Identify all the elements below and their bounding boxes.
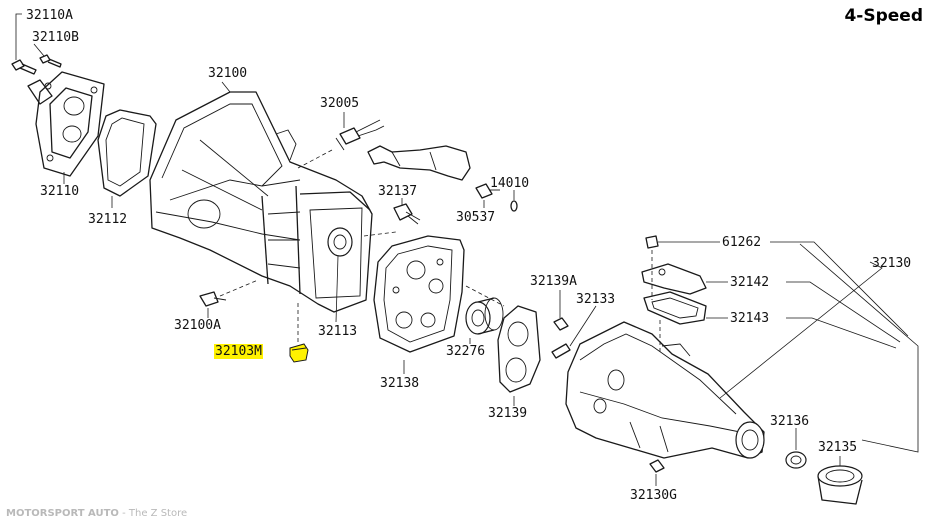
bolt-61262-icon <box>645 235 659 249</box>
adapter-plate-32138-icon <box>373 235 465 353</box>
part-label-30537[interactable]: 30537 <box>456 210 496 225</box>
bolt-32139a-icon <box>553 317 569 331</box>
part-label-32130[interactable]: 32130 <box>872 256 912 271</box>
footer-store: The Z Store <box>128 508 188 519</box>
part-label-32142[interactable]: 32142 <box>730 275 770 290</box>
gasket-32139-icon <box>497 305 541 393</box>
ring-14010-icon <box>510 200 518 212</box>
bolt-32110a-icon <box>11 59 37 75</box>
part-label-32137[interactable]: 32137 <box>378 184 418 199</box>
part-label-32110a[interactable]: 32110A <box>26 8 73 23</box>
diagram-title: 4-Speed <box>844 6 923 26</box>
pin-30537-icon <box>475 183 500 199</box>
transmission-case-32100-icon <box>149 91 373 313</box>
switch-32005-icon <box>335 119 385 151</box>
part-label-32100a[interactable]: 32100A <box>174 318 221 333</box>
part-label-32133[interactable]: 32133 <box>576 292 616 307</box>
footer-credit: MOTORSPORT AUTO - The Z Store <box>6 508 187 519</box>
footer-separator: - <box>118 508 129 519</box>
part-label-32138[interactable]: 32138 <box>380 376 420 391</box>
bolt-32110b-icon <box>39 54 62 68</box>
part-label-32112[interactable]: 32112 <box>88 212 128 227</box>
part-label-32113[interactable]: 32113 <box>318 324 358 339</box>
plug-32100a-icon <box>199 291 227 307</box>
part-label-32135[interactable]: 32135 <box>818 440 858 455</box>
part-label-61262[interactable]: 61262 <box>722 235 762 250</box>
part-label-32103m[interactable]: 32103M <box>214 344 263 359</box>
part-label-32139[interactable]: 32139 <box>488 406 528 421</box>
part-label-32276[interactable]: 32276 <box>446 344 486 359</box>
part-label-32143[interactable]: 32143 <box>730 311 770 326</box>
shift-fork-icon <box>367 145 471 181</box>
gasket-32112-icon <box>97 109 157 197</box>
part-label-32005[interactable]: 32005 <box>320 96 360 111</box>
pin-32133-icon <box>551 343 571 359</box>
part-label-32130g[interactable]: 32130G <box>630 488 677 503</box>
part-label-14010[interactable]: 14010 <box>490 176 530 191</box>
gasket-32143-icon <box>643 291 707 325</box>
part-label-32110b[interactable]: 32110B <box>32 30 79 45</box>
bearing-32276-icon <box>465 297 504 335</box>
front-cover-32110-icon <box>27 71 105 177</box>
part-label-32136[interactable]: 32136 <box>770 414 810 429</box>
footer-brand: MOTORSPORT AUTO <box>6 508 119 519</box>
cover-32142-icon <box>641 263 707 295</box>
bolt-32130g-icon <box>649 459 665 473</box>
plug-32137-icon <box>393 203 421 225</box>
part-label-32139a[interactable]: 32139A <box>530 274 577 289</box>
rear-extension-32130-icon <box>565 321 765 459</box>
drain-plug-32103m-icon <box>289 343 309 363</box>
part-label-32110[interactable]: 32110 <box>40 184 80 199</box>
bushing-32135-icon <box>817 465 863 505</box>
seal-32136-icon <box>785 451 807 469</box>
part-label-32100[interactable]: 32100 <box>208 66 248 81</box>
